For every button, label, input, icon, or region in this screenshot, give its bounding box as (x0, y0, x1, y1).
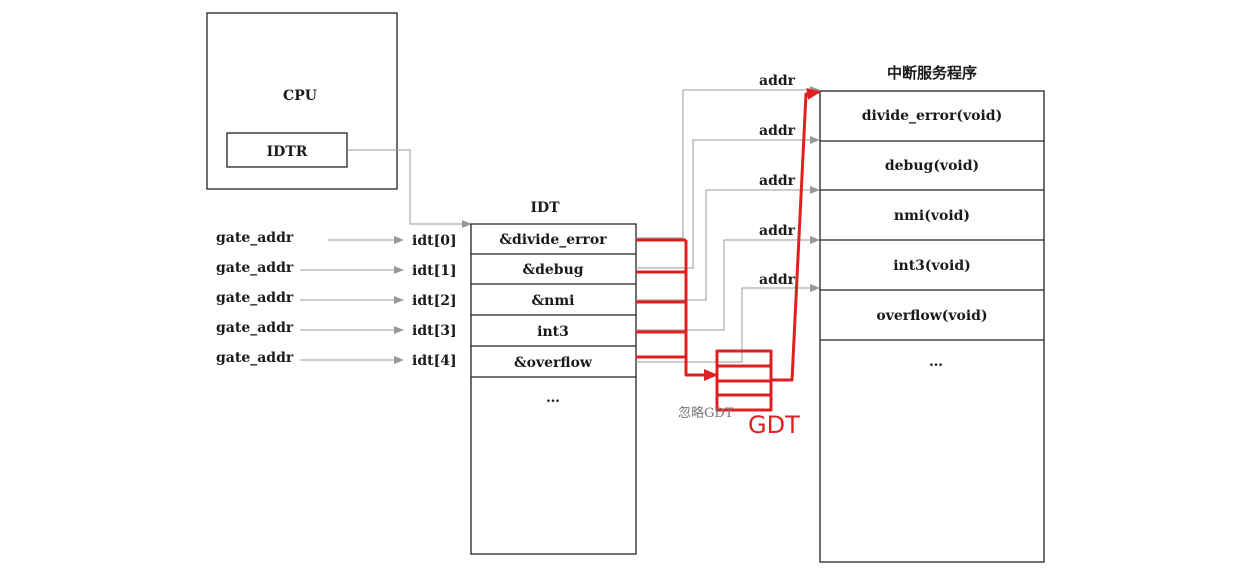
idt-index-0: idt[0] (412, 233, 457, 249)
idt-row-dividers (471, 253, 636, 378)
cpu-label: CPU (283, 88, 317, 104)
gate-addr-label-0: gate_addr (216, 230, 294, 246)
gate-arrows (300, 236, 404, 364)
idt-index-1: idt[1] (412, 263, 457, 279)
isr-nmi: nmi(void) (894, 208, 970, 224)
idtr-to-idt-line (347, 149, 472, 228)
addr-connectors (636, 86, 820, 363)
idt-index-3: idt[3] (412, 323, 457, 339)
idt-entry-int3: int3 (537, 324, 569, 340)
gate-addr-label-1: gate_addr (216, 260, 294, 276)
idt-entry-debug: &debug (522, 262, 583, 278)
idt-ellipsis: … (546, 390, 560, 406)
addr-label-4: addr (759, 272, 796, 288)
addr-label-2: addr (759, 173, 796, 189)
addr-label-0: addr (759, 73, 796, 89)
idt-entry-overflow: &overflow (514, 355, 593, 371)
isr-row-dividers (820, 140, 1044, 341)
isr-overflow: overflow(void) (876, 308, 987, 324)
gdt-ignore-note: 忽略GDT (678, 405, 734, 421)
isr-table (819, 90, 1045, 563)
isr-divide-error: divide_error(void) (862, 108, 1002, 124)
idt-entry-nmi: &nmi (532, 293, 575, 309)
gate-addr-label-2: gate_addr (216, 290, 294, 306)
isr-ellipsis: … (929, 354, 943, 370)
isr-title: 中断服务程序 (887, 64, 977, 82)
cpu-box (206, 12, 398, 190)
addr-label-3: addr (759, 223, 796, 239)
idt-index-2: idt[2] (412, 293, 457, 309)
red-annotation (636, 87, 821, 412)
gate-addr-label-4: gate_addr (216, 350, 294, 366)
isr-debug: debug(void) (885, 158, 979, 174)
idt-index-4: idt[4] (412, 353, 457, 369)
gate-addr-label-3: gate_addr (216, 320, 294, 336)
idt-table (470, 223, 637, 555)
isr-int3: int3(void) (893, 258, 971, 274)
idt-entry-divide-error: &divide_error (499, 232, 607, 248)
idt-title: IDT (530, 200, 560, 216)
addr-label-1: addr (759, 123, 796, 139)
idtr-label: IDTR (267, 144, 308, 160)
gdt-label: GDT (748, 411, 800, 439)
